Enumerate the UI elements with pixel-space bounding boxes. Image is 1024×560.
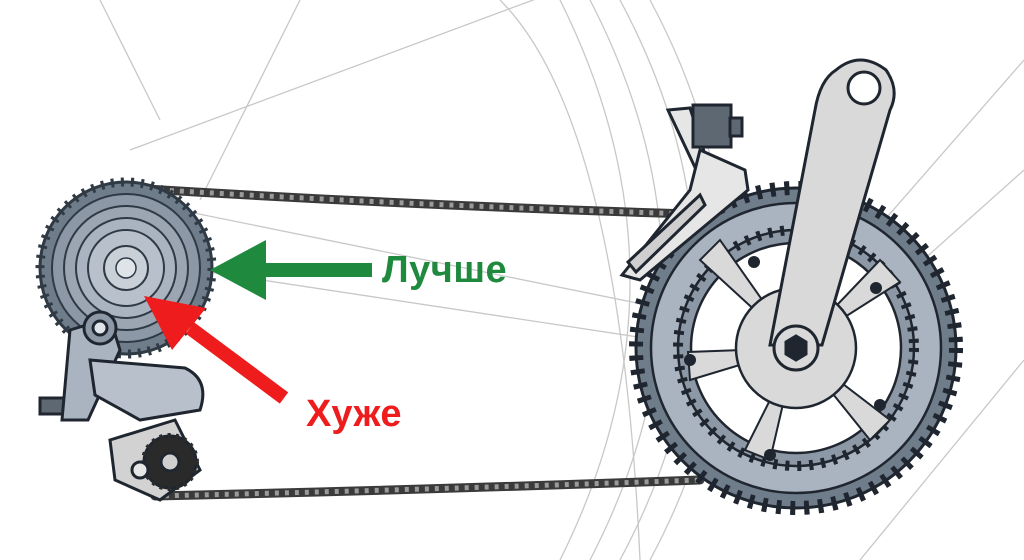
better-label: Лучше (382, 249, 508, 291)
front-derailleur-icon (619, 103, 750, 282)
rear-derailleur-icon (38, 310, 205, 502)
better-arrow (210, 240, 372, 300)
frame-lines (99, 0, 1024, 560)
worse-label: Хуже (306, 393, 403, 435)
worse-arrow (144, 296, 289, 404)
crank-arm-icon (768, 58, 896, 372)
chain-icon (125, 183, 705, 501)
